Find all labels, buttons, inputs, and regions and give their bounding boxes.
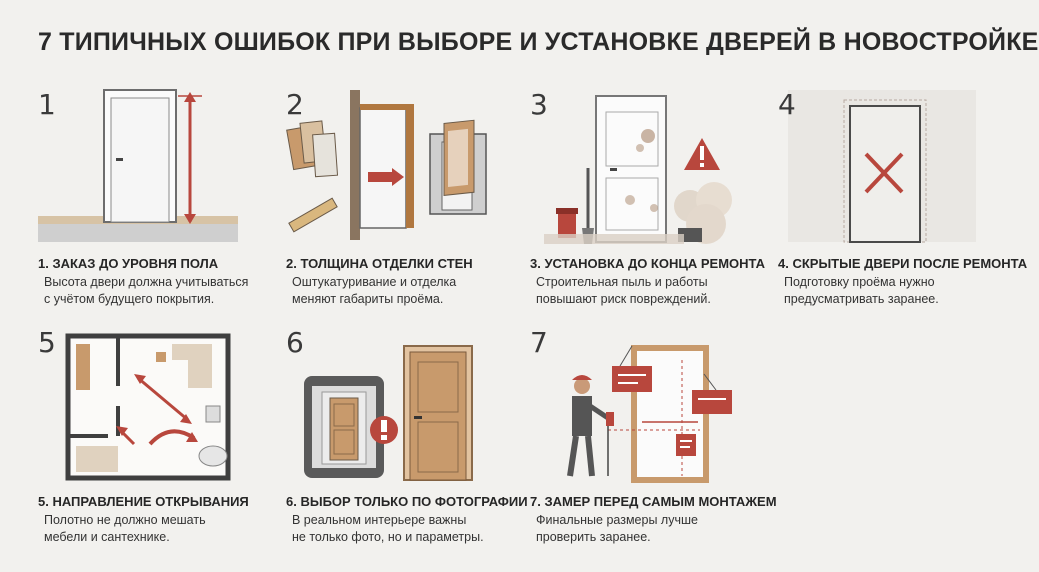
card-number: 4 xyxy=(778,88,796,121)
card-2: 2 2. ТОЛЩИНА ОТДЕЛКИ СТЕН Оштукатуривани… xyxy=(286,88,531,318)
card-description-line: Оштукатуривание и отделка xyxy=(292,275,457,289)
card-description: В реальном интерьере важны не только фот… xyxy=(292,512,532,546)
illustration-dusty-door xyxy=(530,88,775,248)
card-description-line: предусматривать заранее. xyxy=(784,292,939,306)
card-description: Подготовку проёма нужно предусматривать … xyxy=(784,274,1024,308)
card-6: 6 6. ВЫБОР ТОЛЬКО ПО ФОТОГРАФИИ В реальн… xyxy=(286,326,531,556)
card-description-line: мебели и сантехнике. xyxy=(44,530,170,544)
card-description-line: Финальные размеры лучше xyxy=(536,513,698,527)
card-description-line: повышают риск повреждений. xyxy=(536,292,711,306)
card-description: Полотно не должно мешать мебели и сантех… xyxy=(44,512,284,546)
card-title: 5. НАПРАВЛЕНИЕ ОТКРЫВАНИЯ xyxy=(38,494,249,509)
illustration-photo-choice xyxy=(286,326,531,486)
illustration-hidden-door xyxy=(778,88,1023,248)
card-description: Высота двери должна учитываться с учётом… xyxy=(44,274,284,308)
card-description: Оштукатуривание и отделка меняют габарит… xyxy=(292,274,532,308)
illustration-wall-finishing xyxy=(286,88,531,248)
page-title: 7 ТИПИЧНЫХ ОШИБОК ПРИ ВЫБОРЕ И УСТАНОВКЕ… xyxy=(38,28,1039,56)
card-description-line: проверить заранее. xyxy=(536,530,651,544)
card-title: 6. ВЫБОР ТОЛЬКО ПО ФОТОГРАФИИ xyxy=(286,494,528,509)
card-description: Финальные размеры лучше проверить заране… xyxy=(536,512,776,546)
card-description-line: Подготовку проёма нужно xyxy=(784,275,935,289)
card-description: Строительная пыль и работы повышают риск… xyxy=(536,274,776,308)
card-3: 3 3. УСТАНОВКА ДО КОНЦА РЕМОНТА Строител… xyxy=(530,88,775,318)
card-title: 4. СКРЫТЫЕ ДВЕРИ ПОСЛЕ РЕМОНТА xyxy=(778,256,1028,271)
card-description-line: не только фото, но и параметры. xyxy=(292,530,484,544)
card-5: 5 5. НАПРАВЛЕНИЕ ОТКРЫВАНИЯ Полотно не д… xyxy=(38,326,283,556)
card-1: 1 1. ЗАКАЗ ДО УРОВНЯ ПОЛА Высота двери д… xyxy=(38,88,283,318)
card-description-line: Высота двери должна учитываться xyxy=(44,275,249,289)
illustration-measurement xyxy=(530,326,775,486)
card-number: 1 xyxy=(38,88,56,121)
card-title: 1. ЗАКАЗ ДО УРОВНЯ ПОЛА xyxy=(38,256,219,271)
card-number: 7 xyxy=(530,326,548,359)
card-description-line: меняют габариты проёма. xyxy=(292,292,444,306)
card-title: 2. ТОЛЩИНА ОТДЕЛКИ СТЕН xyxy=(286,256,473,271)
card-4: 4 4. СКРЫТЫЕ ДВЕРИ ПОСЛЕ РЕМОНТА Подгото… xyxy=(778,88,1027,318)
card-number: 6 xyxy=(286,326,304,359)
card-title: 3. УСТАНОВКА ДО КОНЦА РЕМОНТА xyxy=(530,256,766,271)
card-description-line: В реальном интерьере важны xyxy=(292,513,467,527)
card-description-line: Строительная пыль и работы xyxy=(536,275,708,289)
card-7: 7 7. ЗАМЕР ПЕРЕД САМЫМ МОНТАЖЕМ Финальны… xyxy=(530,326,777,556)
card-number: 5 xyxy=(38,326,56,359)
card-title: 7. ЗАМЕР ПЕРЕД САМЫМ МОНТАЖЕМ xyxy=(530,494,777,509)
card-number: 3 xyxy=(530,88,548,121)
card-description-line: с учётом будущего покрытия. xyxy=(44,292,215,306)
card-description-line: Полотно не должно мешать xyxy=(44,513,206,527)
card-number: 2 xyxy=(286,88,304,121)
illustration-floor-plan xyxy=(38,326,283,486)
illustration-floor-level xyxy=(38,88,283,248)
